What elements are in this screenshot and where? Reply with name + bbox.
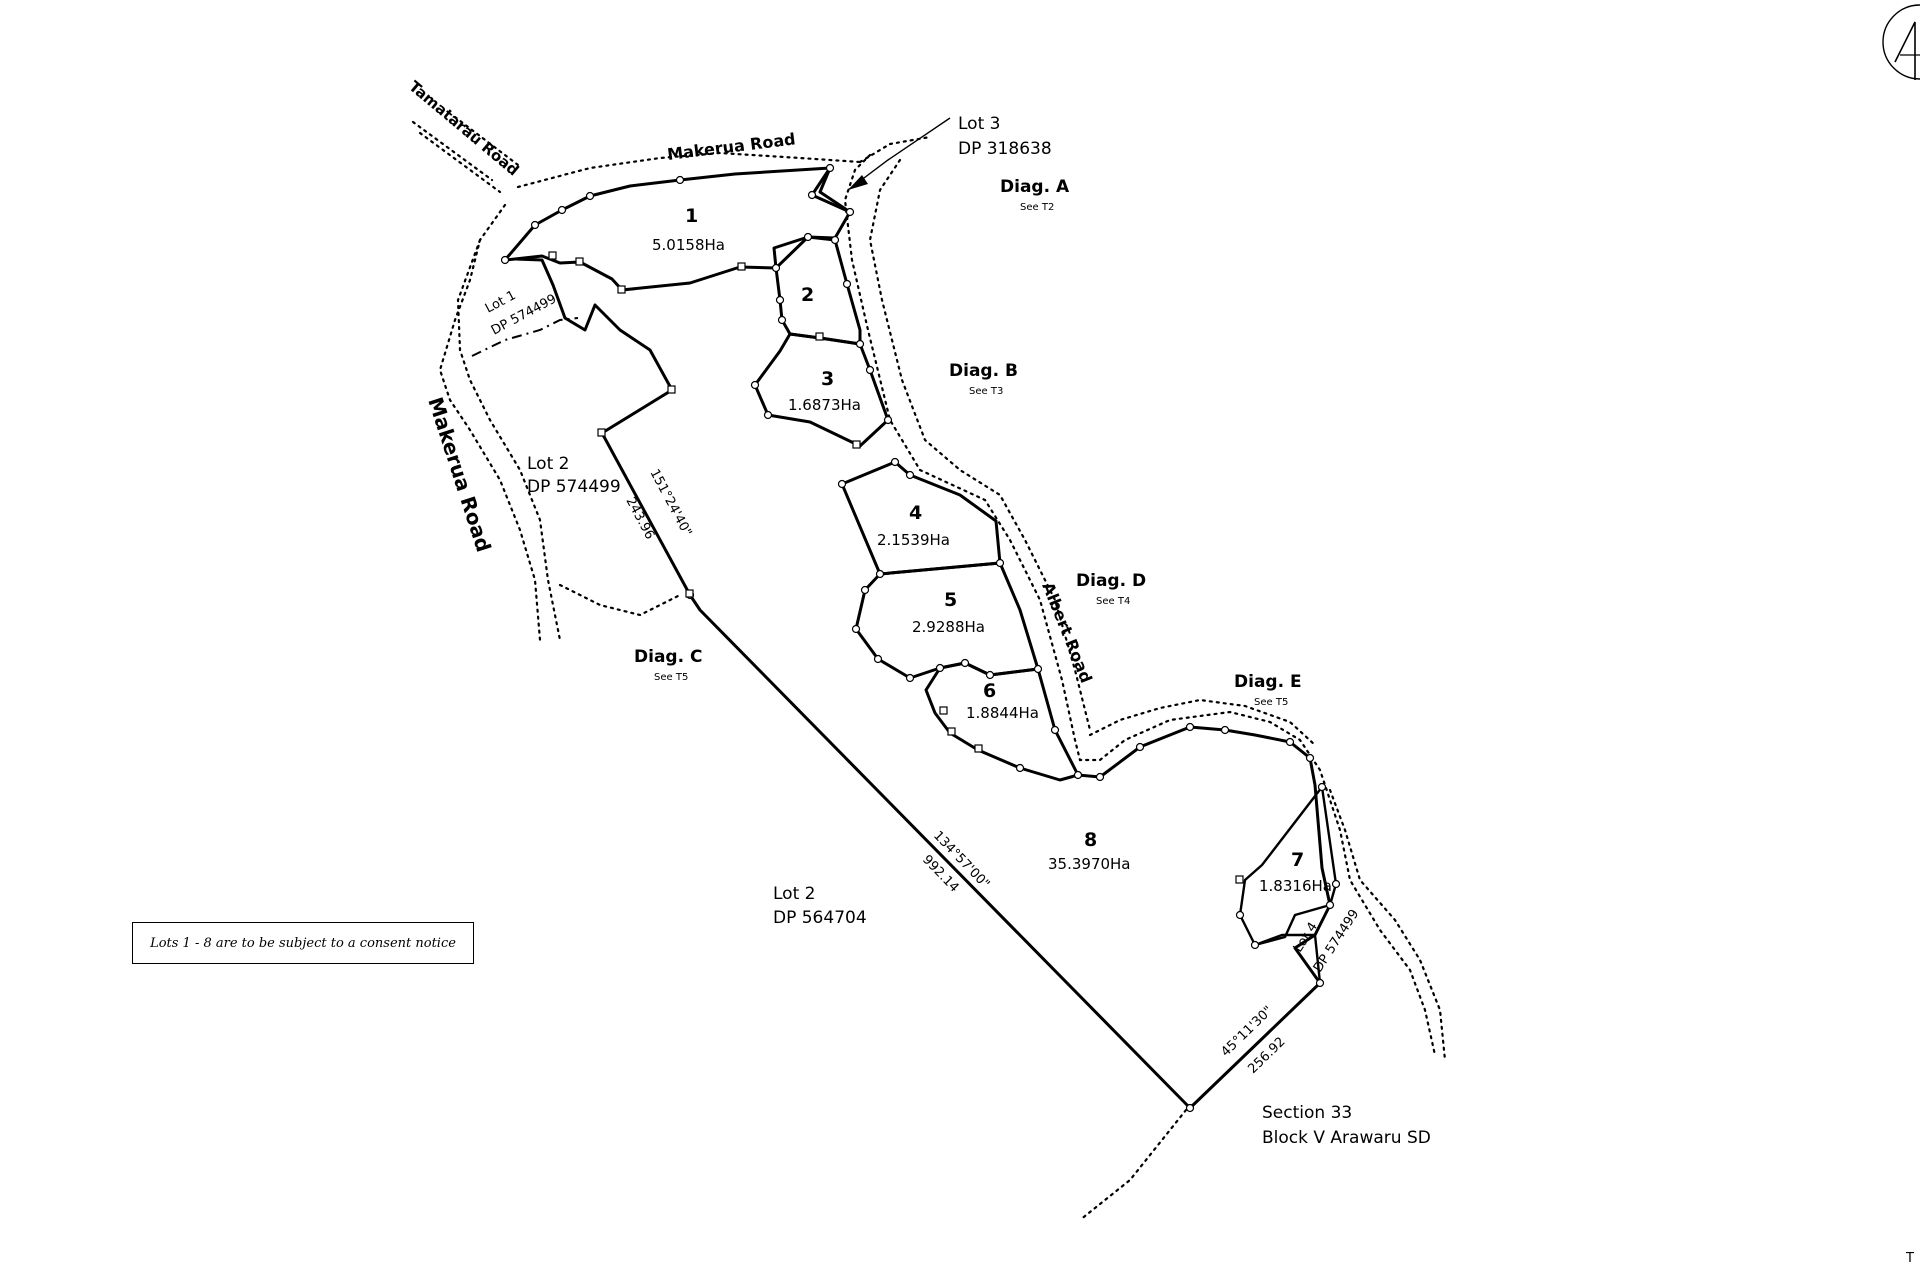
lot-7-area: 1.8316Ha bbox=[1259, 877, 1332, 895]
lot-1-number: 1 bbox=[685, 205, 698, 227]
lot2-dp574499-line1: Lot 2 bbox=[527, 454, 569, 474]
west-distance: 243.96 bbox=[622, 495, 657, 542]
diag-e-title: Diag. E bbox=[1234, 672, 1302, 692]
lot-2-number: 2 bbox=[801, 284, 814, 306]
lot-7-number: 7 bbox=[1291, 849, 1304, 871]
lot-3-area: 1.6873Ha bbox=[788, 396, 861, 414]
lot4-dp574499-line2: DP 574499 bbox=[1311, 907, 1363, 975]
lot-3-boundary bbox=[753, 332, 890, 448]
diag-d-title: Diag. D bbox=[1076, 571, 1146, 591]
north-arrow-icon bbox=[1882, 4, 1920, 80]
lot3-dp318638-line1: Lot 3 bbox=[958, 114, 1000, 134]
consent-notice-box: Lots 1 - 8 are to be subject to a consen… bbox=[132, 922, 474, 964]
diag-a-title: Diag. A bbox=[1000, 177, 1070, 197]
lot-8-number: 8 bbox=[1084, 829, 1097, 851]
diag-b-title: Diag. B bbox=[949, 361, 1018, 381]
lot-1-area: 5.0158Ha bbox=[652, 236, 725, 254]
road-label-tamatarau: Tamatarau Road bbox=[405, 77, 522, 179]
section33-line2: Block V Arawaru SD bbox=[1262, 1128, 1431, 1148]
lot3-dp318638-line2: DP 318638 bbox=[958, 139, 1052, 159]
diag-b-see: See T3 bbox=[969, 386, 1003, 397]
lot-5-area: 2.9288Ha bbox=[912, 618, 985, 636]
lot-4-dp-boundary bbox=[1254, 933, 1322, 984]
diag-c-title: Diag. C bbox=[634, 647, 702, 667]
lot-8-area: 35.3970Ha bbox=[1048, 855, 1131, 873]
corner-mark: T bbox=[1905, 1251, 1914, 1266]
road-label-albert: Albert Road bbox=[1038, 579, 1096, 685]
lot2-dp564704-line2: DP 564704 bbox=[773, 908, 867, 928]
lot-3-number: 3 bbox=[821, 368, 834, 390]
lot-1-boundary bbox=[503, 166, 852, 292]
section33-line1: Section 33 bbox=[1262, 1103, 1352, 1123]
consent-notice-text: Lots 1 - 8 are to be subject to a consen… bbox=[150, 935, 456, 951]
lot-6-number: 6 bbox=[983, 680, 996, 702]
survey-pins bbox=[500, 163, 1341, 1113]
southeast-distance: 256.92 bbox=[1245, 1034, 1288, 1076]
road-label-makerua-top: Makerua Road bbox=[666, 129, 796, 164]
road-label-makerua-left: Makerua Road bbox=[423, 394, 496, 555]
lot1-adjoining-boundary bbox=[471, 317, 579, 357]
lot3-dp318638-notch bbox=[810, 167, 851, 214]
diag-d-see: See T4 bbox=[1096, 596, 1130, 607]
lot-2-boundary bbox=[774, 235, 862, 346]
lot3-pointer-arrow bbox=[847, 117, 951, 191]
lot-4-number: 4 bbox=[909, 502, 922, 524]
lot2-dp564704-line1: Lot 2 bbox=[773, 884, 815, 904]
road-reserve-lines bbox=[411, 115, 1447, 1222]
lot-5-number: 5 bbox=[944, 589, 957, 611]
lot-4-area: 2.1539Ha bbox=[877, 531, 950, 549]
lot-7-boundary bbox=[1238, 785, 1338, 947]
lot-6-area: 1.8844Ha bbox=[966, 704, 1039, 722]
lot2-dp574499-line2: DP 574499 bbox=[527, 477, 621, 497]
diag-a-see: See T2 bbox=[1020, 202, 1054, 213]
lot-8-boundary bbox=[514, 257, 1332, 1110]
diag-e-see: See T5 bbox=[1254, 697, 1288, 708]
diag-c-see: See T5 bbox=[654, 672, 688, 683]
